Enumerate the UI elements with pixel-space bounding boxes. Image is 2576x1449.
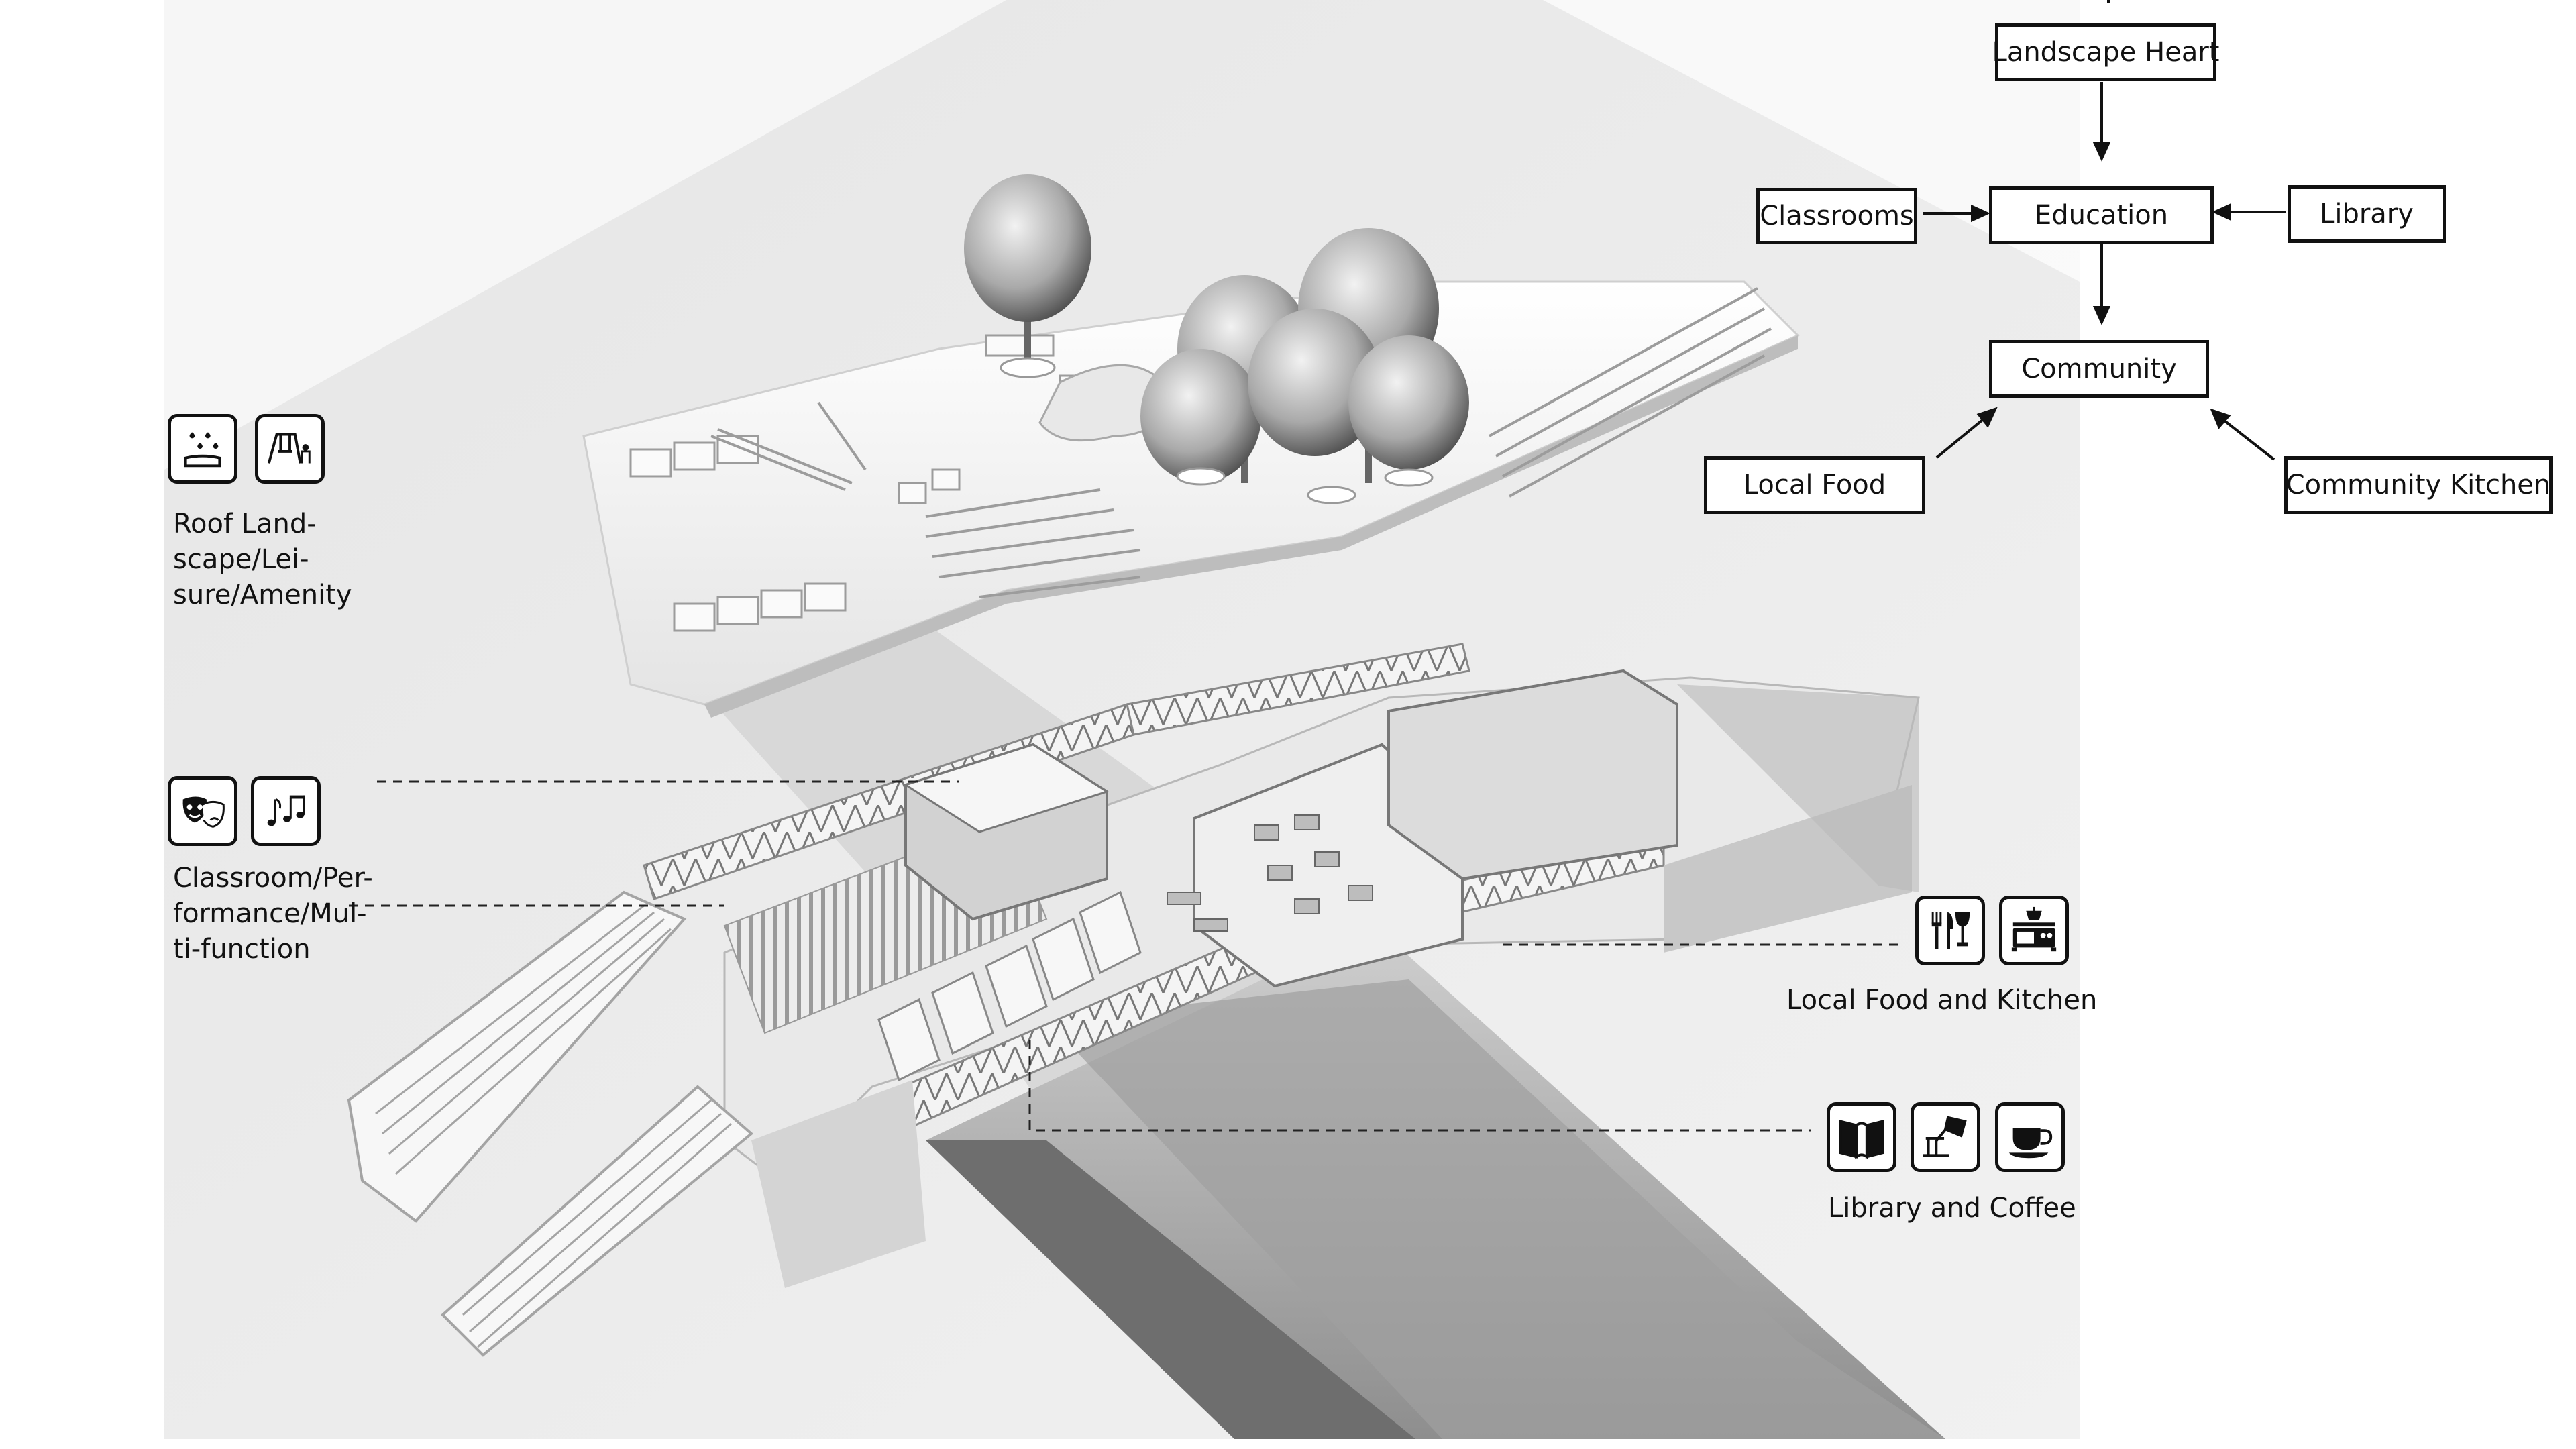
cutlery-glass-icon: [1915, 896, 1985, 965]
roof-landscape-slab: [582, 280, 1800, 718]
node-local-food: Local Food: [1704, 456, 1925, 514]
flowchart-arrows: [1923, 0, 2286, 461]
reading-lamp-icon: [1911, 1102, 1980, 1172]
theater-masks-icon: [168, 776, 237, 846]
node-community: Community: [1989, 340, 2209, 398]
open-book-icon: [1827, 1102, 1896, 1172]
legend-library-label: Library and Coffee: [1828, 1193, 2076, 1224]
legend-classroom-label: Classroom/Per- formance/Mul- ti-function: [173, 863, 373, 965]
bridge-building: [347, 643, 1920, 1357]
coffee-cup-icon: [1995, 1102, 2065, 1172]
roof-trees: [964, 174, 1469, 504]
playground-icon: [255, 414, 325, 484]
leader-lines: [349, 780, 1905, 1132]
legend-roof-label: Roof Land- scape/Lei- sure/Amenity: [173, 508, 352, 610]
legend-food-label: Local Food and Kitchen: [1786, 985, 2098, 1016]
rain-icon: [168, 414, 237, 484]
node-landscape-heart: Landscape Heart: [1992, 23, 2219, 81]
node-education: Education: [1989, 186, 2214, 244]
node-community-kitchen: Community Kitchen: [2284, 456, 2553, 514]
music-notes-icon: [251, 776, 321, 846]
node-classrooms: Classrooms: [1756, 188, 1917, 244]
kitchen-stove-icon: [1999, 896, 2069, 965]
node-library: Library: [2288, 185, 2446, 243]
